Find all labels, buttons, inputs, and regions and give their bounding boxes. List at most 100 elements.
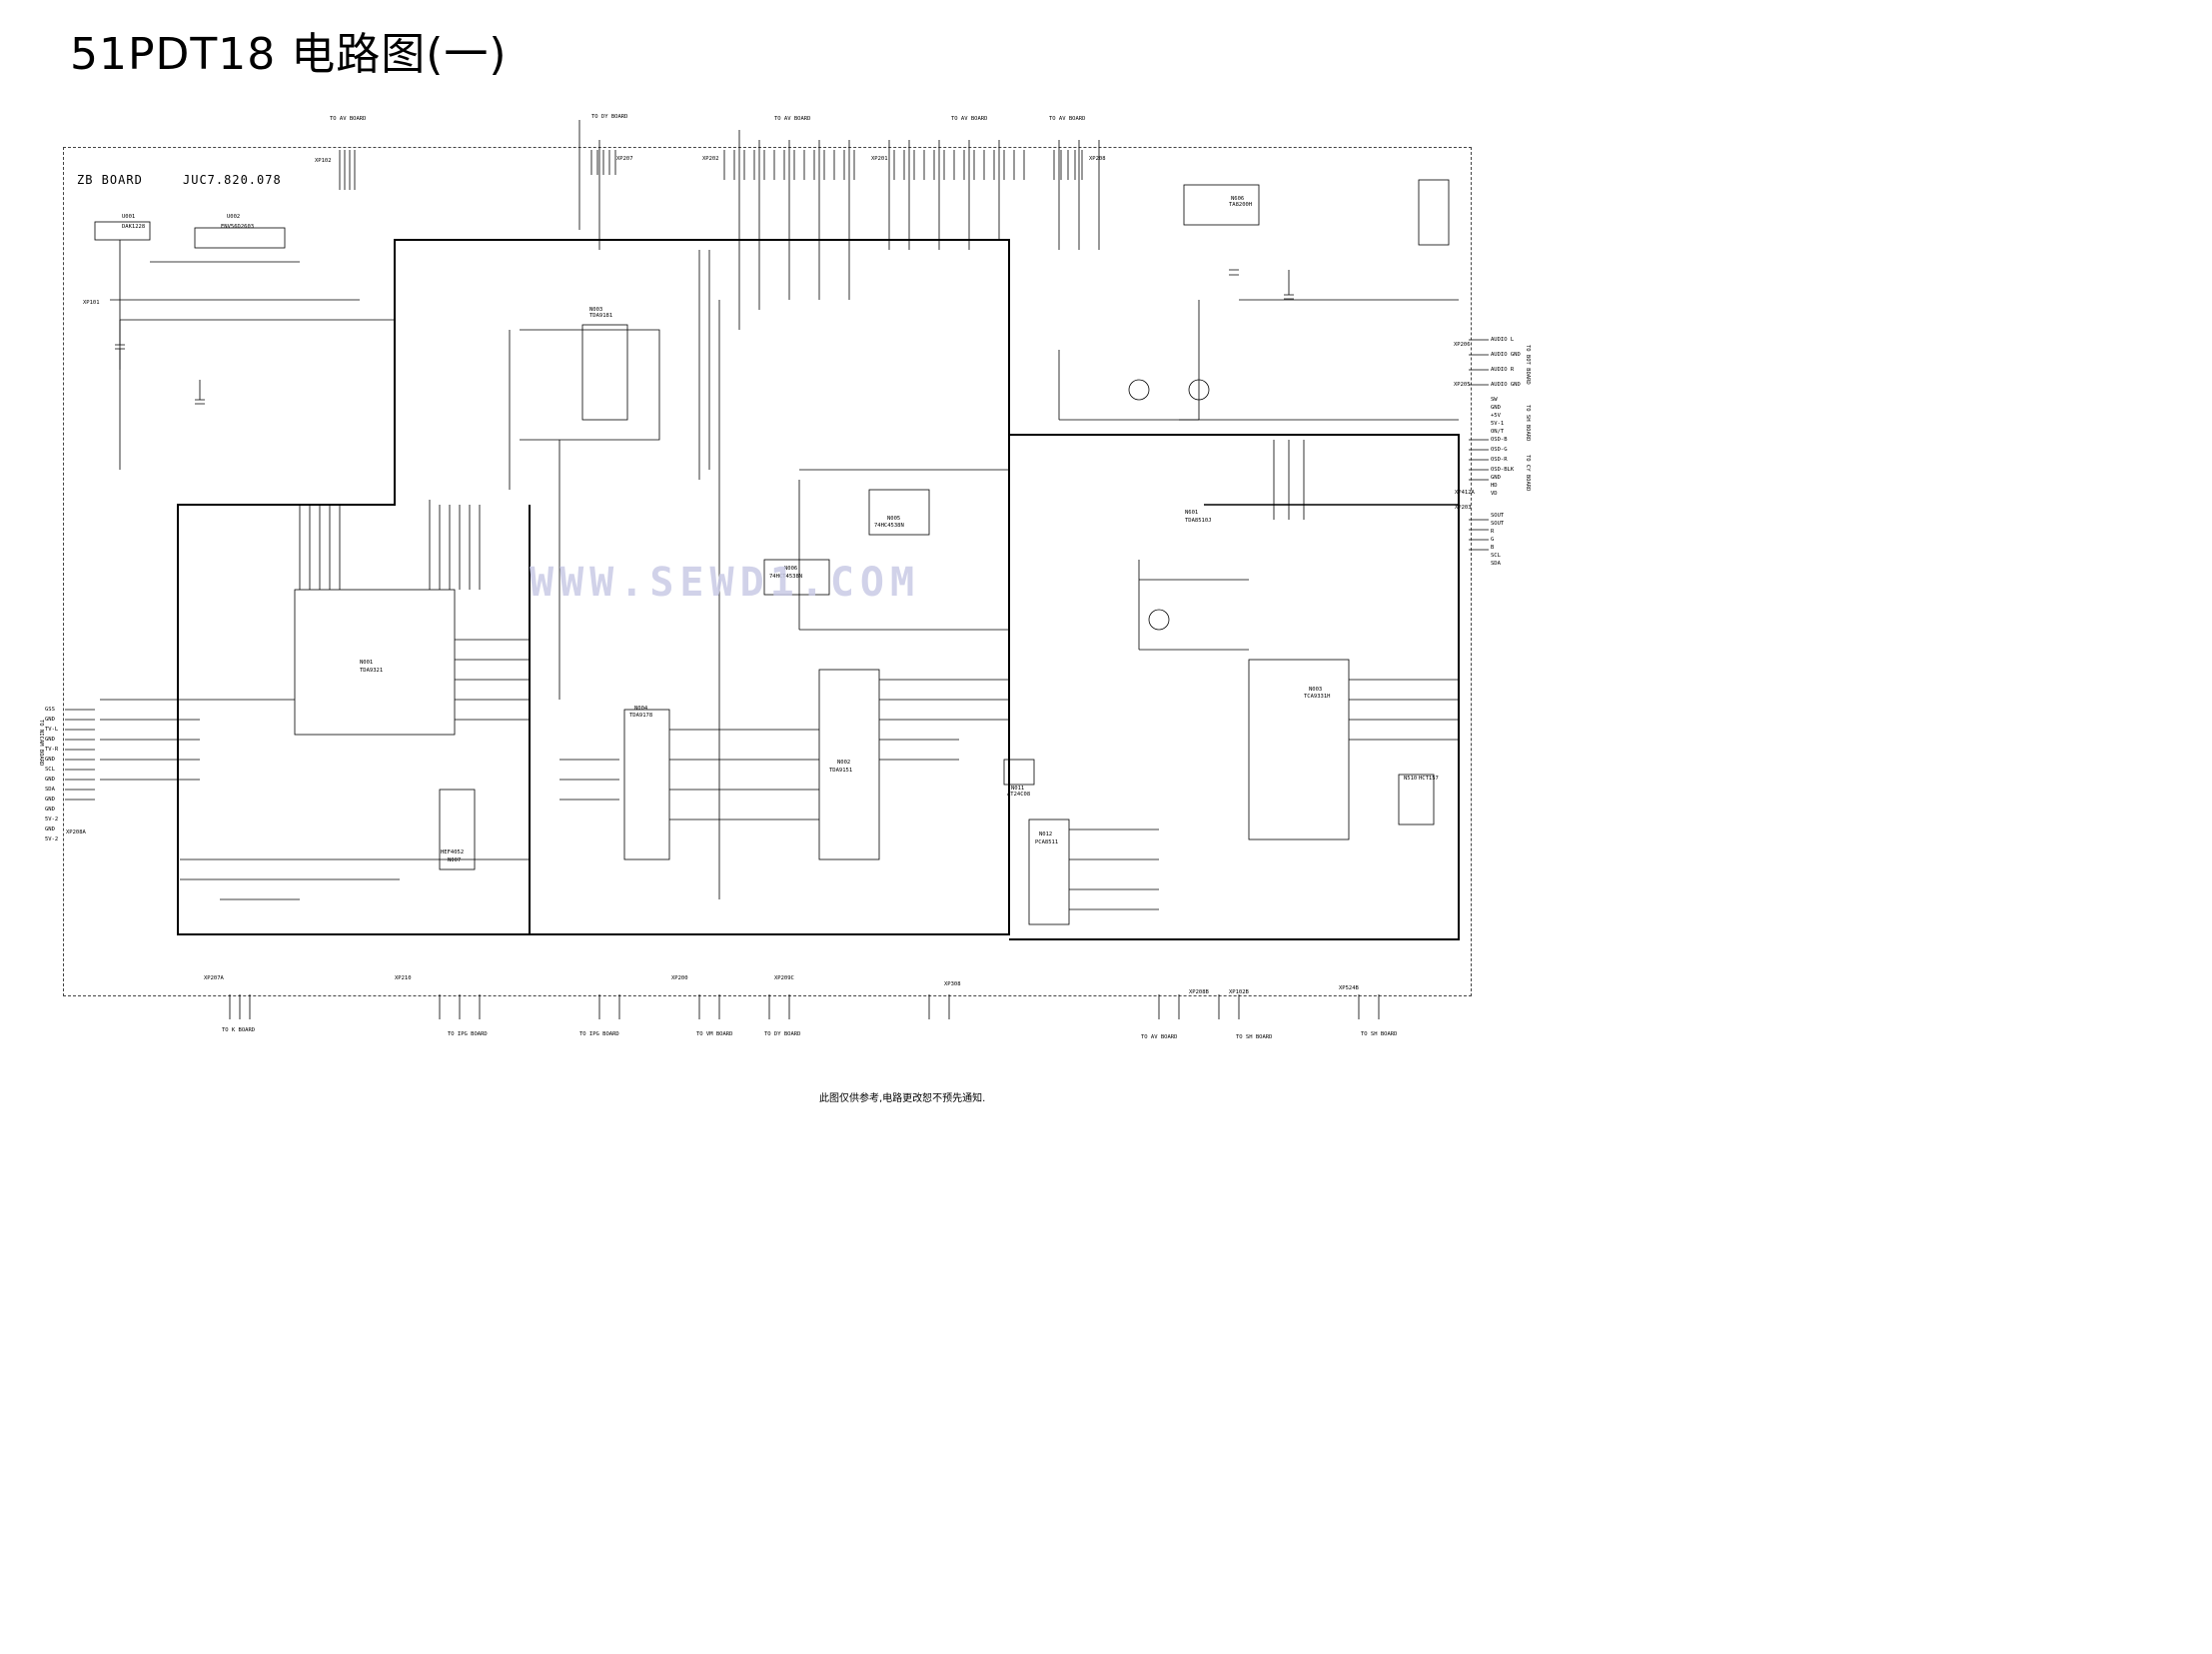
connector-ref: XP200 bbox=[671, 975, 688, 981]
left-pin: 5V-2 bbox=[45, 817, 59, 823]
right-pin: R bbox=[1491, 529, 1495, 535]
right-pin: OSD-B bbox=[1491, 437, 1508, 443]
bottom-connector-label-5: TO DY BOARD bbox=[764, 1031, 801, 1037]
right-pin: G bbox=[1491, 537, 1495, 543]
footnote: 此图仅供参考,电路更改恕不预先通知. bbox=[819, 1093, 986, 1104]
connector-ref: XP209C bbox=[774, 975, 794, 981]
ic-name: TDA9321 bbox=[360, 668, 384, 674]
bottom-connector-label-4: TO VM BOARD bbox=[696, 1031, 733, 1037]
right-connector-label-3: TO CY BOARD bbox=[1525, 455, 1531, 492]
connector-ref: XP308 bbox=[944, 981, 961, 987]
ic-ref: N004 bbox=[634, 706, 648, 712]
ic-name: 74HCT4538N bbox=[769, 574, 803, 580]
bottom-connector-label-1: TO K BOARD bbox=[222, 1027, 256, 1033]
right-pin: AUDIO GND bbox=[1491, 352, 1521, 358]
ic-ref: N007 bbox=[448, 857, 462, 863]
connector-ref: XP207 bbox=[616, 156, 633, 162]
connector-ref: XP524B bbox=[1339, 985, 1359, 991]
connector-ref: XP202 bbox=[702, 156, 719, 162]
right-pin: 5V-1 bbox=[1491, 421, 1505, 427]
ic-ref: N606 bbox=[1231, 196, 1245, 202]
ic-ref: U001 bbox=[122, 214, 136, 220]
top-connector-label-1: TO AV BOARD bbox=[330, 116, 367, 122]
connector-ref: XP208A bbox=[66, 829, 86, 835]
board-frame bbox=[63, 147, 1472, 996]
bottom-connector-label-3: TO IPG BOARD bbox=[579, 1031, 619, 1037]
ic-name: ENV56D2603 bbox=[221, 224, 255, 230]
connector-ref: XP210 bbox=[395, 975, 412, 981]
bottom-connector-label-2: TO IPG BOARD bbox=[448, 1031, 488, 1037]
connector-ref: XP101 bbox=[83, 300, 100, 306]
ic-ref: N003 bbox=[589, 307, 603, 313]
left-pin: TV-R bbox=[45, 747, 59, 753]
ic-ref: U002 bbox=[227, 214, 241, 220]
ic-name: TDA8510J bbox=[1185, 518, 1212, 524]
right-pin: VD bbox=[1491, 491, 1498, 497]
left-pin: GND bbox=[45, 797, 55, 803]
right-pin: OSD-R bbox=[1491, 457, 1508, 463]
ic-ref: N003 bbox=[1309, 687, 1323, 693]
right-pin: AUDIO R bbox=[1491, 367, 1515, 373]
bottom-connector-label-8: TO SH BOARD bbox=[1361, 1031, 1398, 1037]
board-id: JUC7.820.078 bbox=[183, 173, 282, 187]
left-pin: GSS bbox=[45, 707, 55, 713]
connector-ref: XP102 bbox=[315, 158, 332, 164]
ic-ref: N601 bbox=[1185, 510, 1199, 516]
ic-name: TDA9181 bbox=[589, 313, 613, 319]
connector-ref: XP205 bbox=[1454, 382, 1471, 388]
right-pin: +5V bbox=[1491, 413, 1501, 419]
ic-name: PCA8511 bbox=[1035, 839, 1059, 845]
left-connector-label: TO NICAM BOARD bbox=[38, 720, 44, 767]
ic-name: HCT157 bbox=[1419, 776, 1439, 782]
connector-ref: XP208 bbox=[1089, 156, 1106, 162]
connector-ref: XP207A bbox=[204, 975, 224, 981]
ic-ref: N012 bbox=[1039, 831, 1053, 837]
right-pin: SDA bbox=[1491, 561, 1501, 567]
connector-ref: XP206 bbox=[1454, 342, 1471, 348]
top-connector-label-4: TO AV BOARD bbox=[951, 116, 988, 122]
connector-ref: XP412A bbox=[1455, 490, 1475, 496]
left-pin: GND bbox=[45, 807, 55, 813]
ic-ref: N005 bbox=[887, 516, 901, 522]
ic-ref: N001 bbox=[360, 660, 374, 666]
ic-ref: N002 bbox=[837, 760, 851, 766]
right-connector-label-2: TO SH BOARD bbox=[1525, 405, 1531, 442]
right-pin: AUDIO GND bbox=[1491, 382, 1521, 388]
connector-ref: XP203 bbox=[1455, 505, 1472, 511]
ic-name: TDA9178 bbox=[629, 713, 653, 719]
left-pin: GND bbox=[45, 827, 55, 832]
right-pin: GND bbox=[1491, 475, 1501, 481]
left-pin: SDA bbox=[45, 787, 55, 793]
right-pin: GND bbox=[1491, 405, 1501, 411]
left-pin: TV-L bbox=[45, 727, 59, 733]
right-pin: OSD-BLK bbox=[1491, 467, 1515, 473]
connector-ref: XP208B bbox=[1189, 989, 1209, 995]
right-pin: SCL bbox=[1491, 553, 1501, 559]
left-pin: GND bbox=[45, 737, 55, 743]
ic-name: DAK1228 bbox=[122, 224, 146, 230]
connector-ref: XP201 bbox=[871, 156, 888, 162]
ic-ref: N006 bbox=[784, 566, 798, 572]
right-pin: OSD-G bbox=[1491, 447, 1508, 453]
right-pin: ON/T bbox=[1491, 429, 1505, 435]
ic-ref: N011 bbox=[1011, 786, 1025, 792]
right-connector-label-1: TO BOT BOARD bbox=[1525, 345, 1531, 385]
right-pin: SOUT bbox=[1491, 521, 1505, 527]
connector-ref: XP102B bbox=[1229, 989, 1249, 995]
schematic-drawing bbox=[65, 120, 1489, 1019]
page-title: 51PDT18 电路图(一) bbox=[70, 29, 508, 80]
ic-name: TCA9331H bbox=[1304, 694, 1331, 700]
ic-ref: N510 bbox=[1404, 776, 1418, 782]
right-pin: HD bbox=[1491, 483, 1498, 489]
top-connector-label-2: TO DY BOARD bbox=[591, 114, 628, 120]
right-pin: AUDIO L bbox=[1491, 337, 1515, 343]
bottom-connector-label-6: TO AV BOARD bbox=[1141, 1034, 1178, 1040]
bottom-connector-label-7: TO SH BOARD bbox=[1236, 1034, 1273, 1040]
left-pin: GND bbox=[45, 777, 55, 783]
top-connector-label-5: TO AV BOARD bbox=[1049, 116, 1086, 122]
watermark: WWW.SEWD1.COM bbox=[530, 560, 921, 606]
top-connector-label-3: TO AV BOARD bbox=[774, 116, 811, 122]
ic-name: HEF4052 bbox=[441, 849, 465, 855]
board-name: ZB BOARD bbox=[77, 173, 143, 187]
ic-name: TDA9151 bbox=[829, 768, 853, 774]
